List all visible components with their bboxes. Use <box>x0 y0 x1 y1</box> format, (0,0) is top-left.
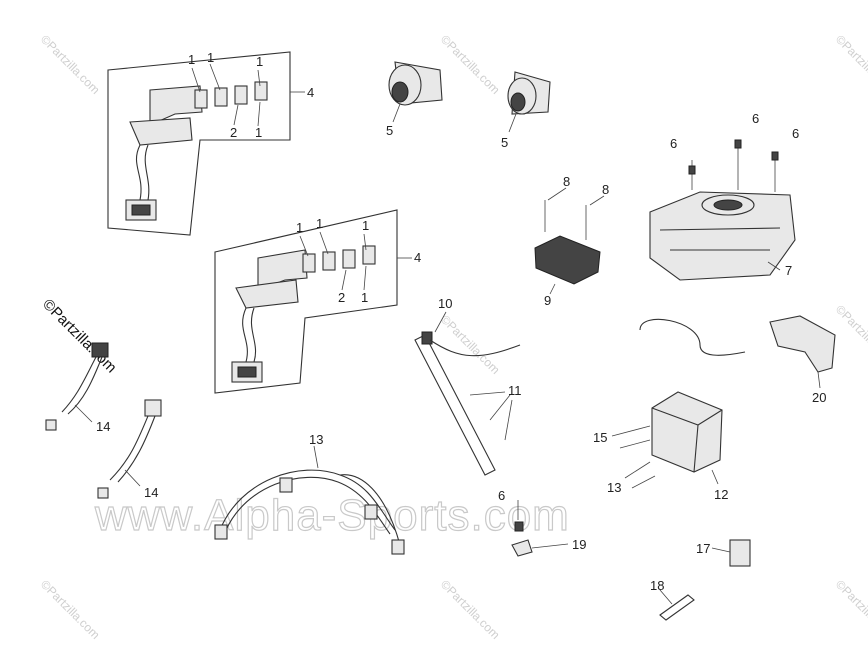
pad-and-fuse <box>659 539 751 621</box>
watermark-top-mid: ©Partzilla.com <box>438 32 503 97</box>
watermark-top-left: ©Partzilla.com <box>38 32 103 97</box>
speaker-right <box>507 71 551 133</box>
callout-4b: 4 <box>414 250 421 265</box>
callout-19: 19 <box>572 537 586 552</box>
callout-5a: 5 <box>386 123 393 138</box>
callout-10: 10 <box>438 296 452 311</box>
clip-and-bolt <box>511 500 569 557</box>
callout-17: 17 <box>696 541 710 556</box>
amplifier <box>534 187 605 295</box>
speaker-housing <box>649 139 796 281</box>
callout-6c: 6 <box>792 126 799 141</box>
callout-20: 20 <box>812 390 826 405</box>
switch-assembly-top <box>107 51 305 236</box>
remote-cable <box>639 315 836 389</box>
watermark-mid-right: ©Partzilla.com <box>833 302 868 367</box>
socket-harness-upper <box>45 342 109 431</box>
callout-1e: 1 <box>296 220 303 235</box>
callout-1d: 1 <box>255 125 262 140</box>
callout-15: 15 <box>593 430 607 445</box>
callout-7: 7 <box>785 263 792 278</box>
callout-8b: 8 <box>602 182 609 197</box>
callout-1g: 1 <box>362 218 369 233</box>
callout-13a: 13 <box>309 432 323 447</box>
callout-18: 18 <box>650 578 664 593</box>
callout-8a: 8 <box>563 174 570 189</box>
switch-assembly-lower <box>214 209 412 394</box>
callout-14b: 14 <box>144 485 158 500</box>
antenna-lead <box>414 311 521 476</box>
callout-9: 9 <box>544 293 551 308</box>
socket-harness-lower <box>97 399 162 499</box>
control-box <box>611 391 723 489</box>
wiring-harness <box>214 445 405 555</box>
callout-5b: 5 <box>501 135 508 150</box>
watermark-bottom-right: ©Partzilla.com <box>833 577 868 642</box>
callout-2a: 2 <box>230 125 237 140</box>
callout-1b: 1 <box>207 50 214 65</box>
callout-13b: 13 <box>607 480 621 495</box>
callout-6b: 6 <box>752 111 759 126</box>
callout-11: 11 <box>508 383 522 398</box>
callout-1h: 1 <box>361 290 368 305</box>
callout-14a: 14 <box>96 419 110 434</box>
watermark-top-right: ©Partzilla.com <box>833 32 868 97</box>
partzilla-stamp: ©Partzilla.com <box>39 296 120 377</box>
watermark-bottom-left: ©Partzilla.com <box>38 577 103 642</box>
callout-1c: 1 <box>256 54 263 69</box>
callout-4a: 4 <box>307 85 314 100</box>
callout-6d: 6 <box>498 488 505 503</box>
site-watermark: www.Alpha-Sports.com <box>94 491 570 540</box>
watermark-mid-center: ©Partzilla.com <box>438 312 503 377</box>
callout-1a: 1 <box>188 52 195 67</box>
speaker-left <box>388 61 443 123</box>
watermark-bottom-mid: ©Partzilla.com <box>438 577 503 642</box>
callout-1f: 1 <box>316 216 323 231</box>
callout-12: 12 <box>714 487 728 502</box>
callout-2b: 2 <box>338 290 345 305</box>
callout-6a: 6 <box>670 136 677 151</box>
